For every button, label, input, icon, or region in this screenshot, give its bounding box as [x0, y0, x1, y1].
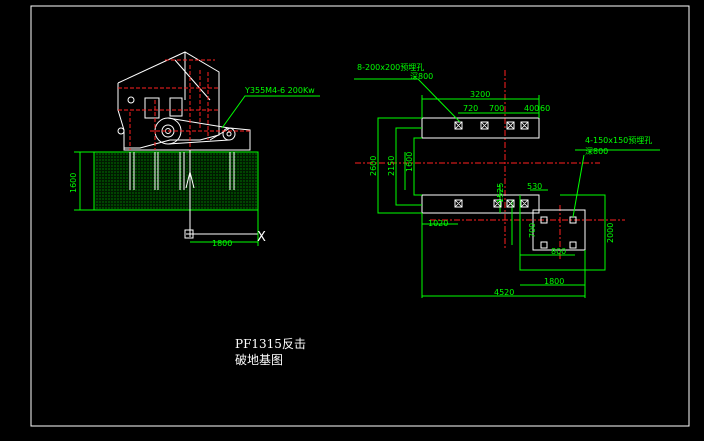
dim-1525: 1525 [496, 183, 505, 203]
note-right-leader-2 [572, 154, 585, 218]
drawing-caption-line1: PF1315反击 [235, 337, 306, 351]
adjust-bolt [127, 96, 135, 104]
drawing-frame [30, 5, 690, 427]
dim-60: 60 [540, 104, 550, 113]
origin-marker [184, 229, 194, 239]
machine-centerlines [118, 59, 250, 150]
note-right-line2: 深800 [585, 147, 608, 156]
axis-x-mark: X [257, 230, 266, 245]
crusher-lower-frame [123, 127, 251, 151]
embedded-holes-motor [540, 216, 577, 249]
dim-400: 400 [524, 104, 539, 113]
adjust-bolt-2 [117, 127, 125, 135]
hopper-line-2 [174, 59, 211, 101]
note-right-line1: 4-150x150预埋孔 [585, 135, 652, 145]
foundation-block [93, 151, 259, 211]
plan-outlines [421, 117, 586, 251]
dim-800: 800 [551, 247, 566, 256]
plan-dimension-frames [377, 95, 606, 298]
side-view: Y355M4-6 200Kw 1600 1800 X [69, 51, 320, 248]
note-top-line1: 8-200x200预埋孔 [357, 62, 424, 72]
side-plate-2 [169, 97, 183, 117]
side-plate [144, 97, 160, 119]
belt-top [167, 117, 230, 129]
dim-720: 720 [463, 104, 478, 113]
dim-1600: 1600 [405, 152, 414, 172]
dim-4520: 4520 [494, 288, 514, 297]
dim-width-text: 1800 [212, 239, 232, 248]
embedded-holes-top-x [454, 121, 529, 208]
note-top-leader [354, 78, 461, 123]
dim-530: 530 [527, 182, 542, 191]
motor-pulley [222, 127, 236, 141]
motor-pulley-center [226, 131, 232, 137]
plan-view: 8-200x200预埋孔 深800 4-150x150预埋孔 深800 3200… [354, 62, 660, 298]
crusher-housing [117, 51, 220, 149]
dim-2000: 2000 [606, 223, 615, 243]
motor-label: Y355M4-6 200Kw [244, 86, 315, 95]
note-top-line2: 深800 [410, 72, 433, 81]
dim-height-text: 1600 [69, 173, 78, 193]
anchor-bolts [129, 152, 235, 190]
dim-2600: 2600 [369, 156, 378, 176]
drawing-caption-line2: 破地基图 [235, 353, 284, 367]
dim-2150: 2150 [387, 156, 396, 176]
belt-bottom [167, 139, 230, 145]
dim-1020: 1020 [428, 219, 448, 228]
motor-leader [221, 95, 320, 129]
dim-700b: 700 [528, 223, 537, 238]
dim-3200: 3200 [470, 90, 490, 99]
dim-1800: 1800 [544, 277, 564, 286]
embedded-holes-top [454, 121, 529, 208]
dim-700: 700 [489, 104, 504, 113]
